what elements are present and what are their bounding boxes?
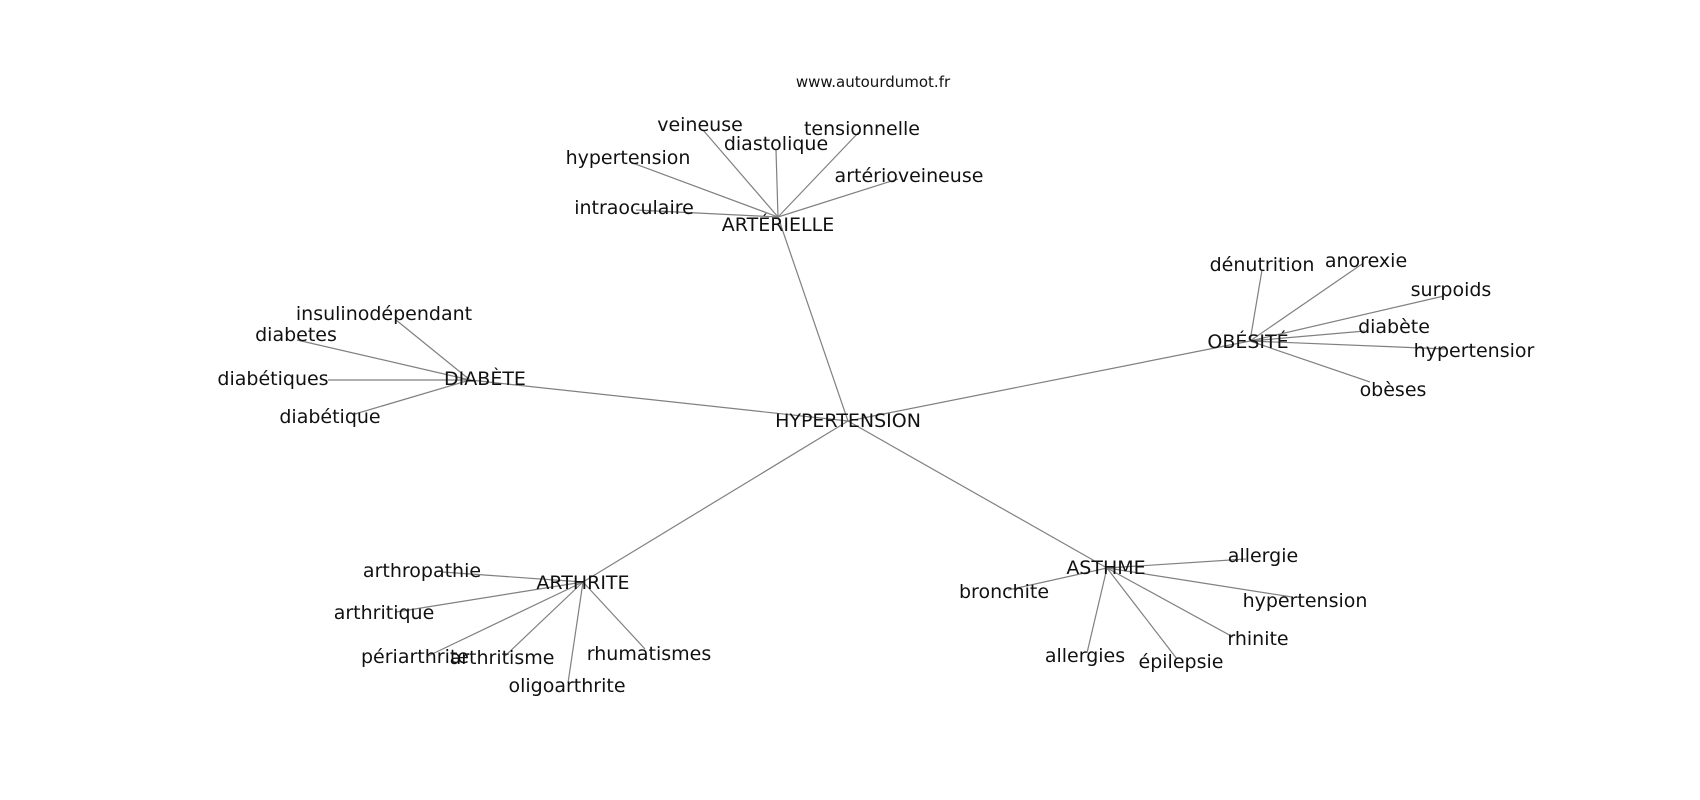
edge-asthme-leaf-5 bbox=[1106, 567, 1178, 660]
edge-asthme-leaf-1 bbox=[1007, 567, 1108, 591]
leaf-node-arthrite-4[interactable]: rhumatismes bbox=[587, 643, 711, 665]
edge-obesite-leaf-1 bbox=[1249, 263, 1363, 342]
edge-diabete-leaf-3 bbox=[354, 379, 471, 415]
leaf-node-obesite-5[interactable]: obèses bbox=[1360, 379, 1427, 401]
edge-center-diabete bbox=[469, 379, 849, 422]
leaf-node-arterielle-3[interactable]: hypertension bbox=[566, 147, 691, 169]
leaf-node-arterielle-1[interactable]: diastolique bbox=[724, 133, 828, 155]
hub-node-diabete[interactable]: DIABÈTE bbox=[444, 367, 526, 390]
edge-arterielle-leaf-5 bbox=[635, 209, 779, 218]
leaf-node-obesite-1[interactable]: anorexie bbox=[1325, 250, 1407, 272]
leaf-node-arterielle-0[interactable]: veineuse bbox=[657, 114, 743, 136]
hub-node-asthme[interactable]: ASTHME bbox=[1066, 557, 1145, 579]
edge-center-asthme bbox=[847, 420, 1108, 569]
edge-diabete-leaf-1 bbox=[296, 339, 471, 381]
edge-arterielle-leaf-4 bbox=[777, 178, 899, 218]
leaf-node-diabete-0[interactable]: insulinodépendant bbox=[296, 303, 472, 325]
leaf-node-asthme-2[interactable]: hypertension bbox=[1243, 590, 1368, 612]
edge-arterielle-leaf-0 bbox=[702, 129, 779, 218]
leaf-node-asthme-1[interactable]: bronchite bbox=[959, 581, 1049, 603]
graph-edges bbox=[296, 129, 1448, 684]
edge-obesite-leaf-3 bbox=[1249, 330, 1366, 342]
leaf-node-obesite-4[interactable]: hypertensior bbox=[1414, 340, 1535, 362]
edge-asthme-leaf-0 bbox=[1106, 558, 1247, 569]
edge-asthme-leaf-2 bbox=[1106, 567, 1293, 598]
edge-arthrite-leaf-1 bbox=[395, 581, 584, 613]
edge-arterielle-leaf-2 bbox=[777, 131, 860, 218]
leaf-node-obesite-0[interactable]: dénutrition bbox=[1210, 254, 1315, 276]
leaf-node-arthrite-5[interactable]: oligoarthrite bbox=[508, 675, 625, 697]
edge-center-obesite bbox=[847, 340, 1251, 422]
leaf-node-arterielle-4[interactable]: artérioveineuse bbox=[835, 165, 984, 187]
leaf-node-diabete-3[interactable]: diabétique bbox=[279, 406, 380, 428]
hub-node-obesite[interactable]: OBÉSITÉ bbox=[1207, 330, 1288, 353]
edge-arthrite-leaf-4 bbox=[582, 581, 646, 650]
leaf-node-arthrite-1[interactable]: arthritique bbox=[334, 602, 435, 624]
edge-obesite-leaf-5 bbox=[1249, 340, 1371, 383]
edge-arthrite-leaf-5 bbox=[567, 581, 584, 684]
edge-diabete-leaf-0 bbox=[395, 319, 471, 381]
edge-obesite-leaf-2 bbox=[1249, 295, 1445, 342]
leaf-node-diabete-2[interactable]: diabétiques bbox=[217, 368, 328, 390]
edge-arthrite-leaf-2 bbox=[427, 581, 584, 657]
edge-arterielle-leaf-1 bbox=[775, 149, 779, 218]
edge-arthrite-leaf-3 bbox=[504, 581, 584, 657]
leaf-node-obesite-3[interactable]: diabète bbox=[1358, 316, 1430, 338]
leaf-node-arthrite-2[interactable]: périarthrite bbox=[361, 646, 469, 668]
edge-asthme-leaf-4 bbox=[1086, 567, 1108, 654]
leaf-node-asthme-5[interactable]: épilepsie bbox=[1139, 651, 1224, 673]
edge-arthrite-leaf-0 bbox=[441, 571, 584, 583]
leaf-node-asthme-4[interactable]: allergies bbox=[1045, 645, 1125, 667]
edge-center-arterielle bbox=[777, 216, 849, 422]
hub-node-arthrite[interactable]: ARTHRITE bbox=[536, 572, 629, 594]
leaf-node-arterielle-2[interactable]: tensionnelle bbox=[804, 118, 920, 140]
edge-obesite-leaf-0 bbox=[1249, 269, 1263, 342]
leaf-node-arthrite-3[interactable]: arthritisme bbox=[450, 647, 555, 669]
graph-labels: HYPERTENSION ARTÉRIELLE veineusediastoliqu… bbox=[217, 114, 1534, 697]
leaf-node-asthme-0[interactable]: allergie bbox=[1228, 545, 1298, 567]
edge-asthme-leaf-3 bbox=[1106, 567, 1234, 638]
leaf-node-diabete-1[interactable]: diabetes bbox=[255, 324, 337, 346]
source-watermark: www.autourdumot.fr bbox=[796, 73, 951, 91]
edge-obesite-leaf-4 bbox=[1249, 340, 1448, 350]
center-node-label[interactable]: HYPERTENSION bbox=[775, 410, 921, 432]
edge-arterielle-leaf-3 bbox=[629, 161, 779, 218]
edge-center-arthrite bbox=[582, 420, 849, 583]
leaf-node-arthrite-0[interactable]: arthropathie bbox=[363, 560, 481, 582]
leaf-node-arterielle-5[interactable]: intraoculaire bbox=[574, 197, 694, 219]
hub-node-arterielle[interactable]: ARTÉRIELLE bbox=[722, 213, 834, 236]
leaf-node-obesite-2[interactable]: surpoids bbox=[1411, 279, 1492, 301]
leaf-node-asthme-3[interactable]: rhinite bbox=[1227, 628, 1288, 650]
